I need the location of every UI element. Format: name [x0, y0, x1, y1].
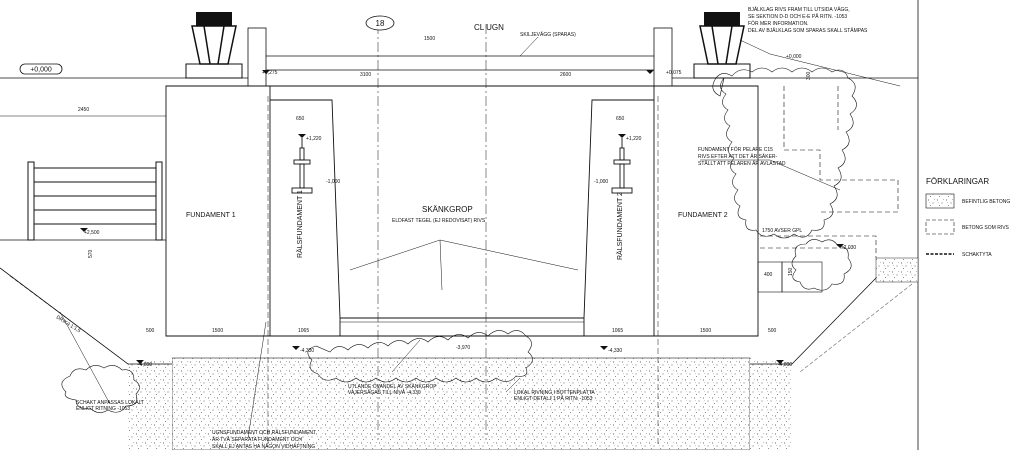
- level-2030: -2,030: [842, 245, 856, 251]
- rail-right: [611, 138, 633, 194]
- dim-500-right: 500: [768, 328, 777, 334]
- ralsfundament-1-label: RÄLSFUNDAMENT 1: [296, 190, 304, 258]
- slope-label: DRIKA 1:1,5: [55, 315, 82, 335]
- fundament-2-label: FUNDAMENT 2: [678, 212, 728, 219]
- dim-650-left: 650: [296, 116, 305, 122]
- dim-570: 570: [88, 249, 94, 258]
- eldfast-note: ELDFAST TEGEL (EJ REDOVISAT) RIVS: [392, 218, 486, 224]
- sheet-number: 18: [376, 19, 385, 28]
- dim-1065-left: 1065: [298, 328, 309, 334]
- fundament-1-label: FUNDAMENT 1: [186, 212, 236, 219]
- legend-label-demolished: BETONG SOM RIVS: [962, 225, 1010, 231]
- dim-1065-right: 1065: [612, 328, 623, 334]
- dim-500-left: 500: [146, 328, 155, 334]
- level-1220-right: +1,220: [626, 136, 642, 142]
- reference-level: +0,000: [30, 67, 52, 74]
- note-schakt-2: ENLIGT RITNING -1053: [76, 406, 130, 412]
- level-3970: -3,970: [456, 345, 470, 351]
- level-4330-right: -4,330: [608, 348, 622, 354]
- note-foundations-3: SKALL EJ ANTAS HA NÅGON VIDHÄFTNING: [212, 443, 315, 450]
- note-foundations-2: ÄR TVÅ SEPARATA FUNDAMENT OCH: [212, 436, 302, 443]
- note-top-right-4: DEL AV BJÄLKLAG SOM SPARAS SKALL STÄMPAS: [748, 27, 868, 34]
- dim-2600: 2600: [560, 72, 571, 78]
- legend: FÖRKLARINGAR BEFINTLIG BETONG BETONG SOM…: [925, 177, 1010, 258]
- legend-title: FÖRKLARINGAR: [926, 177, 989, 186]
- note-top-right-1: BJÄLKLAG RIVS FRAM TILL UTSIDA VÄGG,: [748, 6, 850, 13]
- level-0075: +0,075: [666, 70, 682, 76]
- revision-cloud-small: [791, 239, 852, 291]
- ground-block-right: [875, 257, 919, 283]
- wall-label: SKILJEVÄGG (SPARAS): [520, 31, 576, 38]
- level-0000-right: +0,000: [786, 54, 802, 60]
- level-1000-right: -1,000: [594, 179, 608, 185]
- note-slab-2: ENLIGT DETALJ 1 PÅ RITN. -1053: [514, 395, 593, 402]
- level-1220-left: +1,220: [306, 136, 322, 142]
- rail-left: [291, 138, 313, 194]
- skankgrop-label: SKÄNKGROP: [422, 205, 473, 214]
- note-dims-right: 1750 AVSER GPL: [762, 228, 802, 234]
- revision-cloud-pit: [307, 330, 533, 383]
- footing-right: [781, 261, 823, 293]
- soil-left: [128, 358, 172, 450]
- level-markers: [80, 70, 844, 364]
- soil-right: [750, 358, 792, 450]
- note-pit-floor-1: UTLANDE OVANDEL AV SKÄNKGROP: [348, 383, 437, 390]
- level-0275: +0,275: [262, 70, 278, 76]
- sheet-badge: [365, 15, 395, 31]
- dim-300: 300: [806, 71, 812, 80]
- level-2500: +2,500: [84, 230, 100, 236]
- dim-3100: 3100: [360, 72, 371, 78]
- note-schakt-1: SCHAKT ANPASSAS LOKALT: [76, 400, 144, 406]
- level-4330-left: -4,330: [300, 348, 314, 354]
- railing-left: [27, 161, 163, 241]
- note-slab-1: LOKAL RIVNING I BOTTENPLATTA: [514, 390, 595, 396]
- foundation-outline: [165, 85, 759, 337]
- slope-left: [0, 267, 172, 365]
- level-reference-box: [19, 63, 63, 75]
- dim-1500-right: 1500: [700, 328, 711, 334]
- note-pit-floor-2: VAJERSÅGAS TILL NIVÅ -4,330: [348, 389, 421, 396]
- dim-1500-top: 1500: [424, 36, 435, 42]
- note-pillar-3: STÄLLT ATT PELAREN ÄR AVLASTAD: [698, 160, 786, 167]
- ralsfundament-2-label: RÄLSFUNDAMENT 2: [616, 192, 624, 260]
- note-top-right-3: FÖR MER INFORMATION.: [748, 20, 808, 27]
- level-1000-left: -1,000: [326, 179, 340, 185]
- dim-400: 400: [764, 272, 773, 278]
- slope-left-schakt: [9, 275, 121, 359]
- revision-cloud-schakt: [61, 365, 140, 413]
- slope-right-schakt: [799, 283, 913, 373]
- legend-label-schakt: SCHAKTYTA: [962, 252, 992, 258]
- column-left: [185, 12, 243, 79]
- revision-cloud-right: [712, 67, 857, 239]
- top-deck: [0, 27, 918, 87]
- level-4890-right: -4,890: [778, 362, 792, 368]
- legend-swatch-existing: [925, 193, 955, 209]
- dim-1500-left: 1500: [212, 328, 223, 334]
- slope-right: [750, 277, 877, 365]
- note-pillar-1: FUNDAMENT FÖR PELARE C15: [698, 146, 773, 153]
- centerline-label: CL UGN: [474, 23, 504, 32]
- bottom-slab: [171, 357, 751, 450]
- dim-2450: 2450: [78, 107, 89, 113]
- dim-650-right: 650: [616, 116, 625, 122]
- legend-swatch-demolished: [925, 219, 955, 235]
- level-4890-left: -4,890: [138, 362, 152, 368]
- leader-lines: [59, 36, 901, 439]
- column-right: [693, 12, 751, 79]
- note-pillar-2: RIVS EFTER ATT DET ÄR SÄKER-: [698, 153, 778, 160]
- legend-label-existing: BEFINTLIG BETONG: [962, 199, 1010, 205]
- note-top-right-2: SE SEKTION D-D OCH E-E PÅ RITN. -1053: [748, 13, 847, 20]
- dim-150: 150: [788, 267, 794, 276]
- note-foundations-1: UGNSFUNDAMENT OCH RÄLSFUNDAMENT: [212, 429, 316, 436]
- demolition-outline-right: [760, 86, 899, 258]
